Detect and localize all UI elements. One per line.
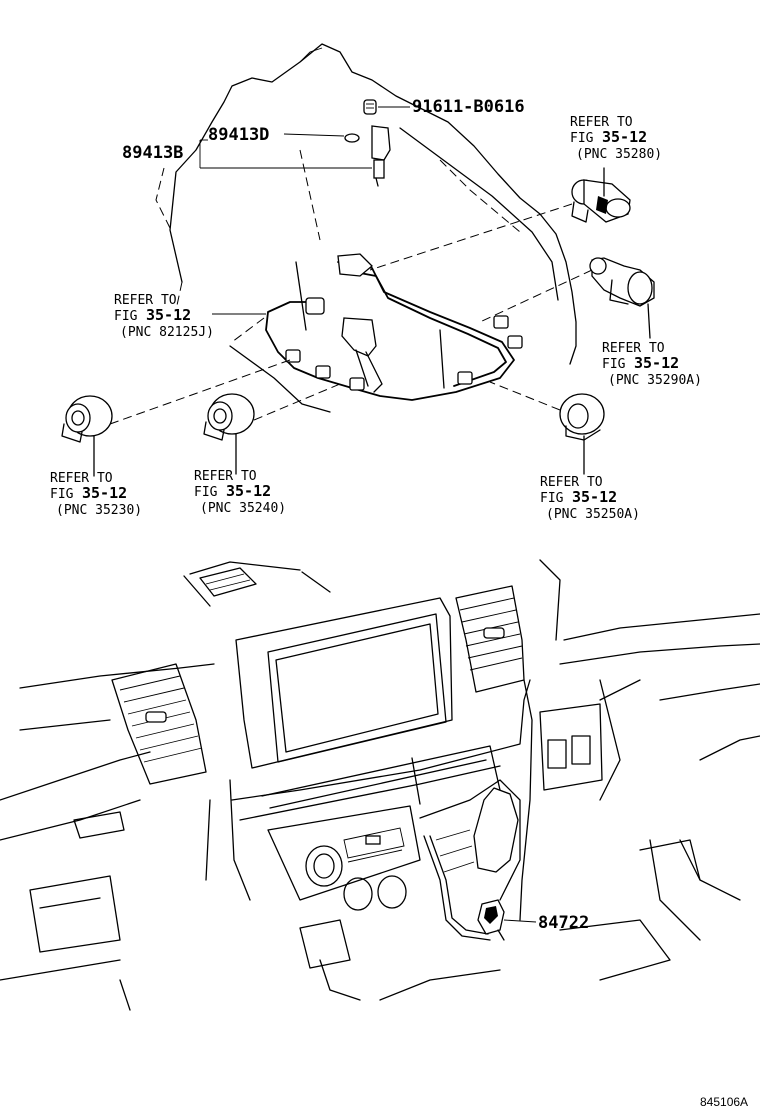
fig-number: 35-12 <box>146 306 191 324</box>
solenoid-leader-lines <box>109 203 593 425</box>
transmission-housing-outline <box>155 43 577 413</box>
fig-prefix: FIG <box>114 309 138 324</box>
pnc-text: (PNC 35280) <box>576 147 662 162</box>
pnc-text: (PNC 35290A) <box>608 373 702 388</box>
fig-prefix: FIG <box>602 357 626 372</box>
climate-panel <box>267 805 421 911</box>
harness-connector-3 <box>315 365 331 379</box>
bolt-91611 <box>363 99 377 115</box>
solenoid-35280 <box>571 167 631 223</box>
solenoid-35290A <box>589 257 655 339</box>
speed-sensor-body <box>341 317 377 357</box>
fig-number: 35-12 <box>226 482 271 500</box>
solenoid-35230 <box>61 395 113 477</box>
fig-number: 35-12 <box>602 128 647 146</box>
harness-connector-6 <box>507 335 523 349</box>
fig-prefix: FIG <box>50 487 74 502</box>
lower-left-dash <box>0 811 701 1011</box>
pnc-text: (PNC 82125J) <box>120 325 214 340</box>
solenoid-35250A <box>559 393 605 475</box>
refer-to-text: REFER TO <box>602 341 665 356</box>
fig-prefix: FIG <box>540 491 564 506</box>
fig-number: 35-12 <box>634 354 679 372</box>
refer-label-35250A: REFER TO FIG 35-12 (PNC 35250A) <box>540 475 640 522</box>
refer-label-82125J: REFER TO FIG 35-12 (PNC 82125J) <box>114 293 266 340</box>
dashboard-outline <box>0 559 760 1011</box>
refer-label-35280: REFER TO FIG 35-12 (PNC 35280) <box>570 115 662 162</box>
fig-prefix: FIG <box>194 485 218 500</box>
center-console <box>205 597 531 901</box>
fig-prefix: FIG <box>570 131 594 146</box>
wire-harness <box>265 253 523 401</box>
figure-id: 845106A <box>700 1095 748 1109</box>
left-air-vent <box>111 663 207 785</box>
top-center-vent <box>199 567 257 597</box>
label-group-89413B: 89413B <box>122 139 372 169</box>
refer-to-text: REFER TO <box>114 293 177 308</box>
label-group-89413D: 89413D <box>208 125 345 145</box>
pnc-text: (PNC 35250A) <box>546 507 640 522</box>
part-number-84722: 84722 <box>538 913 589 933</box>
sensor-84722 <box>477 899 505 941</box>
harness-connector-1 <box>305 297 325 315</box>
shift-lever-area <box>419 679 533 941</box>
label-group-91611: 91611-B0616 <box>378 97 525 117</box>
refer-label-35290A: REFER TO FIG 35-12 (PNC 35290A) <box>602 341 702 388</box>
refer-to-text: REFER TO <box>570 115 633 130</box>
display-screen <box>275 623 439 753</box>
fig-number: 35-12 <box>82 484 127 502</box>
refer-to-text: REFER TO <box>540 475 603 490</box>
harness-connector-2 <box>285 349 301 363</box>
refer-to-text: REFER TO <box>194 469 257 484</box>
harness-connector-4 <box>349 377 365 391</box>
right-switch-panel <box>539 679 641 791</box>
pnc-text: (PNC 35240) <box>200 501 286 516</box>
part-number-89413B: 89413B <box>122 143 183 163</box>
o-ring-89413D <box>344 133 360 143</box>
right-air-vent <box>455 585 525 693</box>
harness-connector-7 <box>493 315 509 329</box>
label-group-84722: 84722 <box>503 913 589 933</box>
refer-label-35230: REFER TO FIG 35-12 (PNC 35230) <box>50 471 142 518</box>
part-number-91611: 91611-B0616 <box>412 97 525 117</box>
solenoid-35240 <box>203 393 255 475</box>
refer-to-text: REFER TO <box>50 471 113 486</box>
part-number-89413D: 89413D <box>208 125 269 145</box>
harness-connector-5 <box>457 371 473 385</box>
pnc-text: (PNC 35230) <box>56 503 142 518</box>
fig-number: 35-12 <box>572 488 617 506</box>
refer-label-35240: REFER TO FIG 35-12 (PNC 35240) <box>194 469 286 516</box>
sensor-89413 <box>344 99 391 187</box>
